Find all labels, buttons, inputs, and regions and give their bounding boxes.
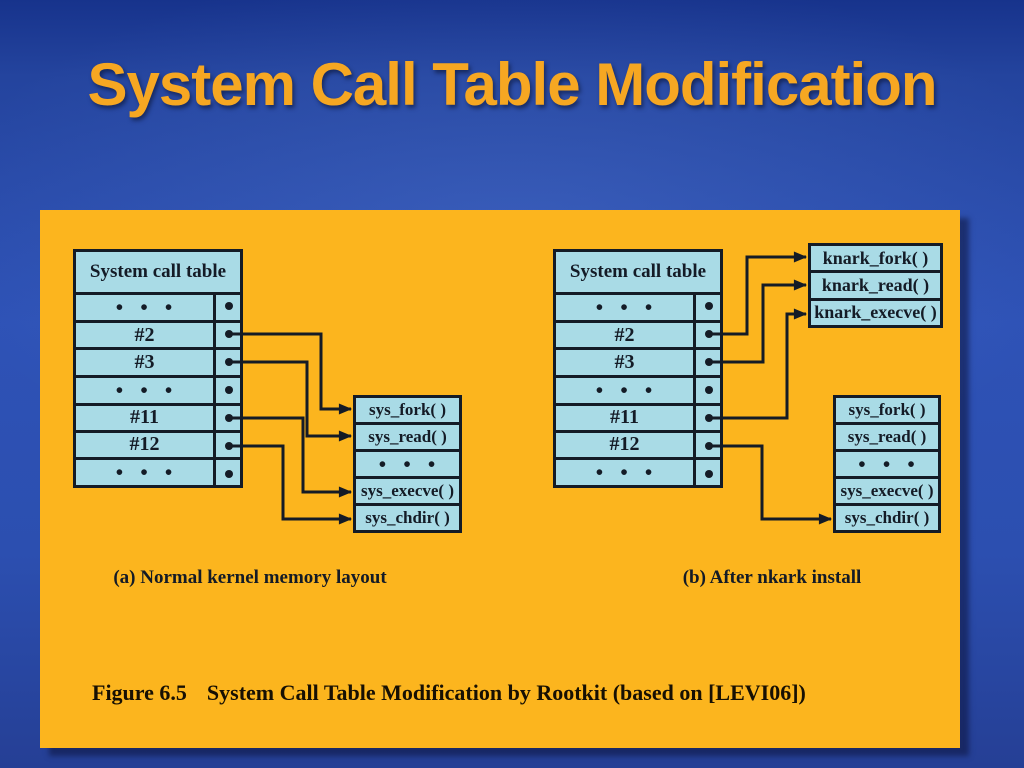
- function-row: knark_read( ): [811, 270, 940, 297]
- panel-b-caption: (b) After nkark install: [682, 567, 862, 588]
- pointer-cell: [696, 350, 720, 374]
- function-row: sys_chdir( ): [836, 503, 938, 530]
- call-table-row: • • •: [556, 374, 720, 403]
- call-table-entry-label: #11: [76, 405, 216, 430]
- syscall-pointer-arrow: [709, 251, 808, 336]
- pointer-cell: [216, 460, 240, 485]
- call-table-entry-label: • • •: [556, 295, 696, 320]
- call-table-row: #2: [556, 320, 720, 348]
- call-table-entry-label: • • •: [556, 460, 696, 485]
- pointer-cell: [696, 378, 720, 403]
- pointer-cell: [216, 350, 240, 374]
- function-row: • • •: [356, 449, 459, 476]
- call-table-entry-label: • • •: [76, 377, 216, 403]
- pointer-cell: [216, 295, 240, 320]
- knark-hook-table-b: knark_fork( )knark_read( )knark_execve( …: [808, 243, 943, 328]
- syscall-pointer-arrow: [229, 332, 353, 415]
- function-row: sys_execve( ): [356, 476, 459, 503]
- call-table-entry-label: • • •: [76, 295, 216, 320]
- call-table-entry-label: #11: [556, 405, 696, 430]
- figure-6-5-panel: System call table• • •#2#3• • •#11#12• •…: [40, 210, 960, 748]
- syscall-pointer-arrow: [229, 416, 353, 498]
- call-table-row: #12: [76, 429, 240, 457]
- call-table-row: #3: [76, 347, 240, 375]
- pointer-cell: [696, 433, 720, 457]
- function-row: sys_fork( ): [369, 400, 446, 419]
- call-table-row: #12: [556, 429, 720, 457]
- figure-caption: Figure 6.5 System Call Table Modification…: [92, 680, 952, 706]
- call-table-row: • • •: [556, 295, 720, 320]
- figure-caption-text: System Call Table Modification by Rootki…: [206, 680, 806, 705]
- call-table-row: #11: [76, 402, 240, 430]
- call-table-row: • • •: [76, 295, 240, 320]
- call-table-a: System call table• • •#2#3• • •#11#12• •…: [73, 249, 243, 488]
- function-row: knark_fork( ): [822, 247, 929, 268]
- call-table-row: • • •: [556, 457, 720, 485]
- syscall-pointer-arrow: [709, 444, 833, 525]
- syscall-pointer-arrow: [709, 279, 808, 364]
- function-row: knark_execve( ): [811, 297, 940, 325]
- pointer-cell: [216, 433, 240, 457]
- pointer-cell: [696, 406, 720, 430]
- function-row: sys_read( ): [836, 422, 938, 449]
- pointer-cell: [216, 378, 240, 403]
- figure-caption-label: Figure 6.5: [92, 680, 187, 705]
- call-table-b: System call table• • •#2#3• • •#11#12• •…: [553, 249, 723, 488]
- function-row: sys_chdir( ): [356, 503, 459, 530]
- slide-title: System Call Table Modification: [87, 51, 937, 118]
- call-table-entry-label: #3: [556, 350, 696, 375]
- function-row: sys_read( ): [356, 422, 459, 449]
- call-table-row: • • •: [76, 374, 240, 403]
- pointer-cell: [216, 323, 240, 347]
- call-table-entry-label: #12: [556, 432, 696, 457]
- syscall-pointer-arrow: [229, 444, 353, 525]
- sys-function-table-b: sys_fork( ) sys_read( )• • •sys_execve( )…: [833, 395, 941, 533]
- function-row: sys_execve( ): [836, 476, 938, 503]
- pointer-cell: [216, 406, 240, 430]
- title-divider: [0, 174, 1024, 187]
- call-table-entry-label: • • •: [76, 460, 216, 485]
- function-row: sys_fork( ): [848, 400, 926, 419]
- call-table-entry-label: #2: [556, 323, 696, 348]
- panel-a-caption: (a) Normal kernel memory layout: [113, 567, 387, 588]
- function-row: • • •: [836, 449, 938, 476]
- syscall-pointer-arrow: [229, 360, 353, 442]
- call-table-row: • • •: [76, 457, 240, 485]
- syscall-pointer-arrow: [709, 308, 808, 420]
- sys-function-table-a: sys_fork( ) sys_read( )• • •sys_execve( )…: [353, 395, 462, 533]
- call-table-row: #11: [556, 402, 720, 430]
- call-table-row: #2: [76, 320, 240, 348]
- call-table-entry-label: #2: [76, 323, 216, 348]
- pointer-cell: [696, 323, 720, 347]
- pointer-cell: [696, 295, 720, 320]
- call-table-entry-label: • • •: [556, 377, 696, 403]
- call-table-row: #3: [556, 347, 720, 375]
- call-table-header: System call table: [556, 252, 720, 295]
- call-table-entry-label: #12: [76, 432, 216, 457]
- call-table-entry-label: #3: [76, 350, 216, 375]
- call-table-header: System call table: [76, 252, 240, 295]
- pointer-cell: [696, 460, 720, 485]
